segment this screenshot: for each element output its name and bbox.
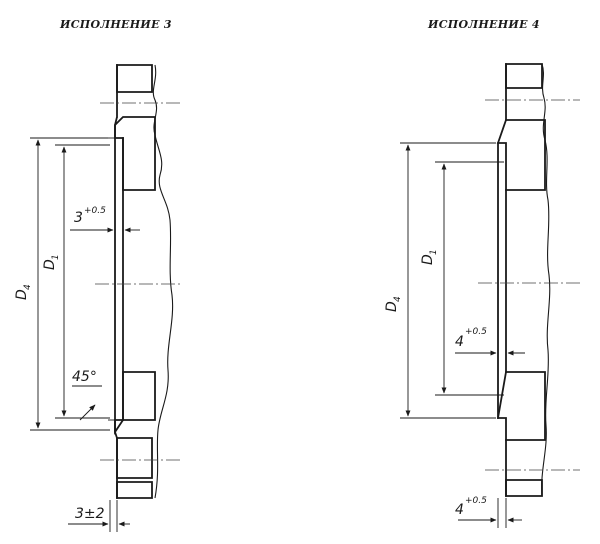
view-title: ИСПОЛНЕНИЕ 3 bbox=[59, 18, 172, 31]
dim-angle-label: 45° bbox=[72, 369, 97, 385]
dim-step-tol: +0.5 bbox=[84, 206, 106, 216]
dim-outer-label: 3±2 bbox=[75, 506, 105, 522]
flange-outline bbox=[497, 63, 507, 497]
svg-text:4: 4 bbox=[23, 284, 33, 290]
svg-text:D: D bbox=[42, 259, 58, 270]
view-variant-4: ИСПОЛНЕНИЕ 4 D 4 D 1 bbox=[384, 18, 580, 528]
break-line bbox=[152, 64, 174, 499]
flange-outline bbox=[114, 64, 118, 499]
flange-section-bottom bbox=[116, 437, 153, 479]
svg-text:D: D bbox=[14, 289, 30, 300]
svg-text:1: 1 bbox=[429, 249, 439, 255]
svg-text:D: D bbox=[420, 254, 436, 265]
flange-section-upper bbox=[496, 119, 546, 191]
dim-d1-label: D 1 bbox=[42, 254, 61, 270]
dim-d4-label: D 4 bbox=[384, 296, 403, 312]
flange-section-top bbox=[116, 64, 153, 93]
svg-text:4: 4 bbox=[393, 296, 403, 302]
dim-outer-label: 4 bbox=[455, 502, 464, 518]
view-title: ИСПОЛНЕНИЕ 4 bbox=[427, 18, 540, 31]
dim-d1-label: D 1 bbox=[420, 249, 439, 265]
view-variant-3: ИСПОЛНЕНИЕ 3 D 4 D 1 bbox=[14, 18, 180, 532]
flange-section-top bbox=[505, 63, 543, 89]
dim-d4-label: D 4 bbox=[14, 284, 33, 300]
flange-section-upper bbox=[114, 116, 156, 191]
dim-step-label: 4 bbox=[455, 334, 464, 350]
flange-section-lower bbox=[114, 371, 156, 435]
svg-text:1: 1 bbox=[51, 254, 61, 260]
svg-text:D: D bbox=[384, 301, 400, 312]
flange-section-lower bbox=[496, 371, 546, 441]
dim-step-label: 3 bbox=[74, 210, 83, 226]
dim-step-tol: +0.5 bbox=[465, 327, 487, 337]
flange-section-base bbox=[116, 481, 153, 499]
flange-section-bottom bbox=[505, 479, 543, 497]
dim-outer-tol: +0.5 bbox=[465, 496, 487, 506]
break-line bbox=[541, 63, 551, 497]
